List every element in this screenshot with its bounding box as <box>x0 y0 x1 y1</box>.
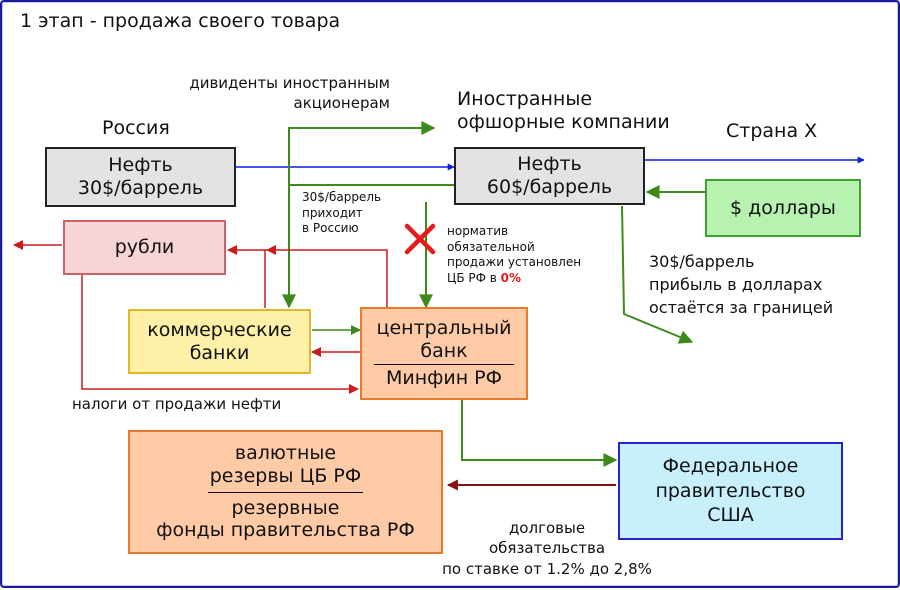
arrow-oil-taxes <box>81 274 359 394</box>
label-offshore-line: офшорные компании <box>457 110 670 133</box>
label-debt-line: долговые <box>508 519 586 537</box>
label-profit-abroad: 30$/баррель прибыль в долларах остаётся … <box>649 250 833 320</box>
label-dividends: дивиденты иностранным акционерам <box>134 73 390 114</box>
label-comes-line: 30$/баррель <box>302 190 382 204</box>
label-offshore: Иностранные офшорные компании <box>457 88 670 134</box>
label-norm-line: норматив <box>447 224 509 238</box>
box-oil-russia: Нефть 30$/баррель <box>45 147 236 207</box>
norm-value: 0% <box>500 270 522 285</box>
label-norm-line: ЦБ РФ в 0% <box>447 271 581 287</box>
label-dividends-line: акционерам <box>293 94 390 113</box>
label-norm-line: продажи установлен <box>447 255 582 270</box>
box-reserves-line: резервные <box>231 496 340 519</box>
label-dividends-line: дивиденты иностранным <box>189 74 390 92</box>
label-mandatory-sale-norm: норматив обязательной продажи установлен… <box>447 224 581 286</box>
box-us-line: США <box>707 504 754 527</box>
box-cb-divider <box>374 364 514 366</box>
arrow-cb-to-rubles <box>266 245 388 307</box>
label-profit-line: 30$/баррель <box>649 252 755 271</box>
box-reserves-line: фонды правительства РФ <box>156 519 415 542</box>
label-debt-line: по ставке от 1.2% до 2,8% <box>442 559 652 578</box>
box-oil-offshore: Нефть 60$/баррель <box>454 147 645 205</box>
label-comes-line: приходит <box>302 205 363 220</box>
box-reserves-divider <box>208 491 363 493</box>
label-norm-line: обязательной <box>447 239 535 254</box>
box-us-government: Федеральное правительство США <box>618 442 843 540</box>
box-reserves-line: резервы ЦБ РФ <box>209 464 362 487</box>
box-central-bank: центральный банк Минфин РФ <box>360 307 528 400</box>
label-norm-prefix: ЦБ РФ в <box>447 270 501 285</box>
box-us-line: правительство <box>655 479 806 502</box>
box-oil-offshore-line: Нефть <box>517 153 582 176</box>
box-banks-line: коммерческие <box>147 318 292 341</box>
box-oil-russia-line: 30$/баррель <box>77 177 204 199</box>
box-rubles: рубли <box>63 220 226 275</box>
label-comes-to-russia: 30$/баррель приходит в Россию <box>302 190 381 237</box>
box-commercial-banks: коммерческие банки <box>128 309 311 374</box>
label-profit-line: остаётся за границей <box>649 298 834 318</box>
page-title: 1 этап - продажа своего товара <box>20 10 341 32</box>
box-reserves: валютные резервы ЦБ РФ резервные фонды п… <box>128 430 443 554</box>
arrow-profit-abroad <box>621 205 694 344</box>
arrow-cb-to-us <box>461 400 618 467</box>
box-cb-line: банк <box>420 339 468 362</box>
arrow-dividends <box>288 121 454 186</box>
box-reserves-line: валютные <box>234 441 337 464</box>
box-oil-offshore-line: 60$/баррель <box>486 176 613 198</box>
box-minfin-line: Минфин РФ <box>385 367 503 390</box>
box-oil-russia-line: Нефть <box>108 154 173 177</box>
label-comes-line: в Россию <box>302 221 359 236</box>
label-country-x: Страна Х <box>726 120 818 142</box>
label-debt-line: обязательства <box>488 539 606 558</box>
box-us-line: Федеральное <box>662 454 799 477</box>
label-russia: Россия <box>102 117 170 139</box>
label-debt: долговые обязательства по ставке от 1.2%… <box>412 518 682 579</box>
label-oil-taxes: налоги от продажи нефти <box>72 395 282 413</box>
label-offshore-line: Иностранные <box>457 88 593 110</box>
box-cb-line: центральный <box>376 316 512 339</box>
label-profit-line: прибыль в долларах <box>649 275 823 295</box>
box-banks-line: банки <box>189 341 250 364</box>
box-dollars: $ доллары <box>705 179 861 237</box>
cross-icon <box>404 223 436 255</box>
